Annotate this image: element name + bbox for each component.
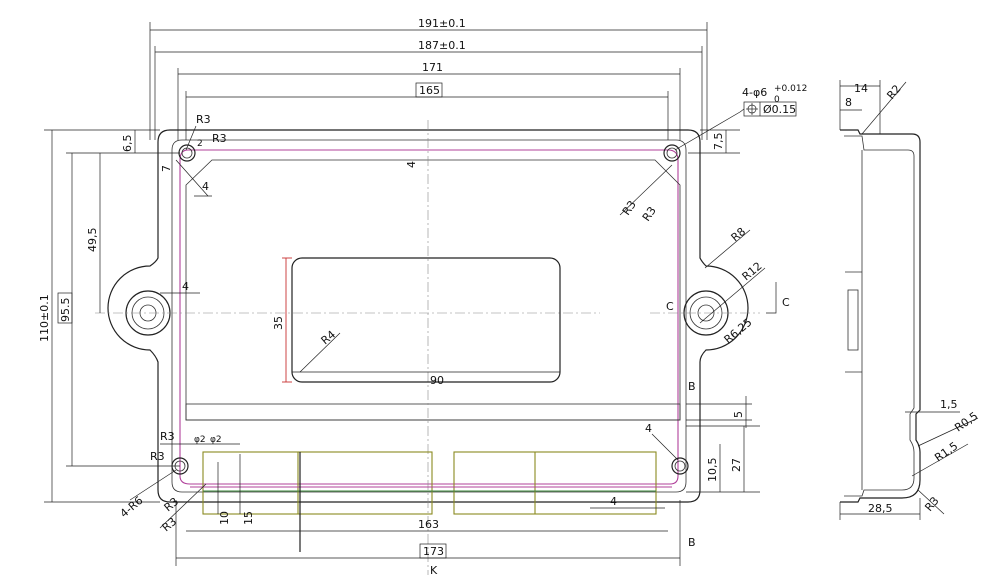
dim-window-h: 35 <box>272 316 285 330</box>
dim-7: 7 <box>160 165 173 172</box>
right-dimensions: 7,5 C C B B 5 27 10,5 <box>666 129 790 549</box>
hole-top-right <box>663 144 681 162</box>
label-b1: B <box>688 380 696 393</box>
dim-2-top-left: 2 <box>197 139 203 149</box>
label-b2: B <box>688 536 696 549</box>
hole-position-tol: Ø0.15 <box>763 103 796 116</box>
label-c1: C <box>666 300 674 313</box>
side-dim-1-5: 1,5 <box>940 398 958 411</box>
side-r1-5: R1,5 <box>932 439 960 464</box>
dim-hole-spacing: 95.5 <box>59 298 72 323</box>
top-dimension-chain: 191±0.1 187±0.1 171 165 <box>149 17 708 140</box>
side-dim-8: 8 <box>845 96 852 109</box>
side-view: 14 8 R2 1,5 R0,5 R1,5 R3 28,5 <box>839 80 980 520</box>
phi2-b: φ2 <box>210 435 222 445</box>
dim-10: 10 <box>218 511 231 525</box>
r3-bottom-left-2: R3 <box>150 450 165 463</box>
dim-bottom-4: 4 <box>610 495 617 508</box>
hole-bottom-right <box>671 457 689 475</box>
dim-inner-body: 165 <box>419 84 440 97</box>
r3-bottom-left-3: R3 <box>162 495 182 514</box>
dim-bottom-inner: 163 <box>418 518 439 531</box>
dim-4-bottom-right: 4 <box>645 422 652 435</box>
dim-bottom-width: 173 <box>423 545 444 558</box>
label-k: K <box>430 564 438 577</box>
r3-top-left-2: R3 <box>212 132 227 145</box>
hole-tol-upper: +0.012 <box>774 84 807 94</box>
dim-window-w: 90 <box>430 374 444 387</box>
dim-top-offset: 6,5 <box>121 135 134 153</box>
side-dim-14: 14 <box>854 82 868 95</box>
r6-bottom-left: 4-R6 <box>118 494 146 520</box>
side-r3: R3 <box>922 494 941 514</box>
dim-outer-body: 171 <box>422 61 443 74</box>
r3-bottom-left: R3 <box>160 430 175 443</box>
dim-15: 15 <box>242 511 255 525</box>
dim-overall-width: 191±0.1 <box>418 17 466 30</box>
dim-4-top: 4 <box>405 161 418 168</box>
r3-top-left: R3 <box>196 113 211 126</box>
hole-callout: 4-φ6 +0.012 0 Ø0.15 <box>739 84 807 117</box>
label-c2: C <box>782 296 790 309</box>
dim-5: 5 <box>732 411 745 418</box>
hole-qty-dia: 4-φ6 <box>742 86 767 99</box>
connector-blocks <box>190 451 672 552</box>
r3-top-right: R3 <box>620 198 639 217</box>
bottom-dimensions: 163 173 K 4 10 15 <box>175 454 681 577</box>
front-view-outline <box>95 120 760 575</box>
hole-tol-lower: 0 <box>774 95 780 105</box>
side-r2: R2 <box>884 82 903 102</box>
dim-overall-height: 110±0.1 <box>38 294 51 342</box>
dim-half-height: 49,5 <box>86 228 99 253</box>
r8: R8 <box>729 225 749 244</box>
dim-right-7-5: 7,5 <box>712 133 725 151</box>
left-dimensions: 110±0.1 95.5 49,5 6,5 7 4 <box>38 129 200 503</box>
dim-4-top-left: 4 <box>202 180 209 193</box>
radius-callouts: R3 R3 2 4 4 R3 R3 R4 35 90 R8 R12 R6,25 … <box>118 111 766 534</box>
dim-10-5: 10,5 <box>706 458 719 483</box>
dim-flange-width: 187±0.1 <box>418 39 466 52</box>
side-r0-5: R0,5 <box>952 409 980 434</box>
phi2-a: φ2 <box>194 435 206 445</box>
side-dim-28-5: 28,5 <box>868 502 893 515</box>
dim-4-left: 4 <box>182 280 189 293</box>
dim-27: 27 <box>730 458 743 472</box>
r3-top-right-2: R3 <box>640 204 659 223</box>
center-window <box>291 257 561 383</box>
